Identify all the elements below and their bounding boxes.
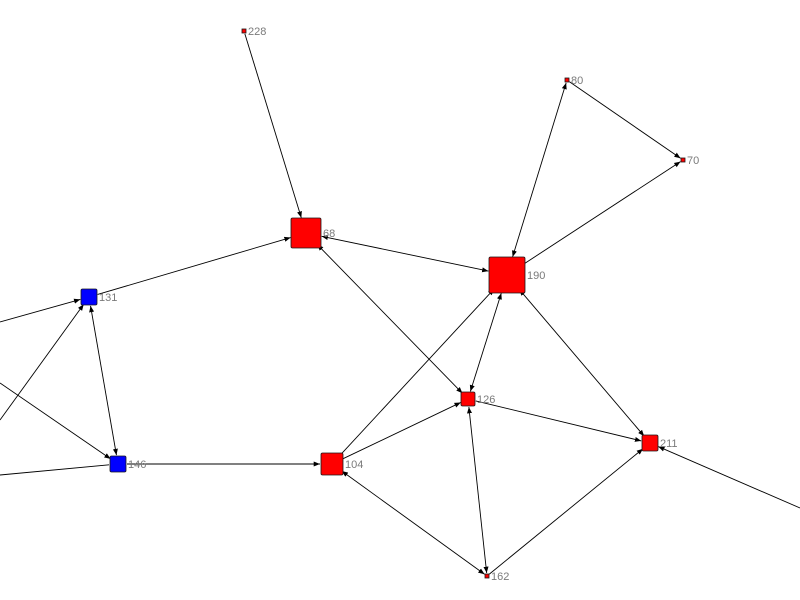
- node-126-label: 126: [477, 394, 495, 406]
- edge-104-162: [341, 470, 485, 575]
- node-68-shape[interactable]: [290, 217, 322, 249]
- node-80[interactable]: 80: [564, 75, 583, 87]
- node-131-label: 131: [99, 292, 117, 304]
- node-80-shape[interactable]: [564, 77, 570, 83]
- node-162[interactable]: 162: [484, 571, 509, 583]
- node-70[interactable]: 70: [680, 155, 699, 167]
- node-126[interactable]: 126: [460, 391, 495, 407]
- edge-104-126: [342, 402, 461, 460]
- edge-offscreen-131: [0, 298, 81, 323]
- node-211-label: 211: [660, 438, 678, 450]
- node-126-shape[interactable]: [460, 391, 476, 407]
- edge-126-162: [467, 406, 489, 574]
- node-68[interactable]: 68: [290, 217, 335, 249]
- node-228-shape[interactable]: [241, 28, 247, 34]
- node-80-label: 80: [571, 75, 583, 87]
- node-211[interactable]: 211: [641, 434, 678, 452]
- edge-190-126: [469, 292, 502, 392]
- edge-104-190: [339, 288, 495, 456]
- node-162-shape[interactable]: [484, 573, 490, 579]
- node-190-shape[interactable]: [488, 256, 526, 294]
- edge-offscreen-146: [0, 382, 111, 460]
- node-70-shape[interactable]: [680, 157, 686, 163]
- node-190[interactable]: 190: [488, 256, 545, 294]
- nodes-layer: 228 80 70 68 190 131 146 104 126 211 162: [80, 26, 699, 583]
- node-104-shape[interactable]: [320, 452, 344, 476]
- edge-190-80: [512, 82, 567, 257]
- node-146[interactable]: 146: [109, 455, 146, 473]
- node-162-label: 162: [491, 571, 509, 583]
- edge-228-68: [244, 33, 302, 218]
- node-131[interactable]: 131: [80, 288, 117, 306]
- edge-126-211: [475, 400, 642, 442]
- edge-80-70: [569, 81, 681, 159]
- edge-131-146: [89, 305, 118, 456]
- node-190-label: 190: [527, 270, 545, 282]
- edge-offscreen-211: [658, 446, 800, 509]
- edge-offscreen-146: [0, 464, 110, 476]
- node-211-shape[interactable]: [641, 434, 659, 452]
- edge-68-126: [316, 244, 463, 394]
- node-228-label: 228: [248, 26, 266, 38]
- edge-offscreen-131: [0, 304, 85, 421]
- edge-190-70: [522, 161, 681, 265]
- edge-162-211: [489, 448, 644, 575]
- edges-layer: [0, 33, 800, 575]
- node-68-label: 68: [323, 228, 335, 240]
- edge-190-211: [518, 289, 645, 437]
- edge-68-190: [321, 235, 489, 273]
- node-146-shape[interactable]: [109, 455, 127, 473]
- node-131-shape[interactable]: [80, 288, 98, 306]
- node-146-label: 146: [128, 459, 146, 471]
- node-104[interactable]: 104: [320, 452, 363, 476]
- node-70-label: 70: [687, 155, 699, 167]
- node-228[interactable]: 228: [241, 26, 266, 38]
- node-104-label: 104: [345, 459, 363, 471]
- edge-131-68: [97, 236, 291, 295]
